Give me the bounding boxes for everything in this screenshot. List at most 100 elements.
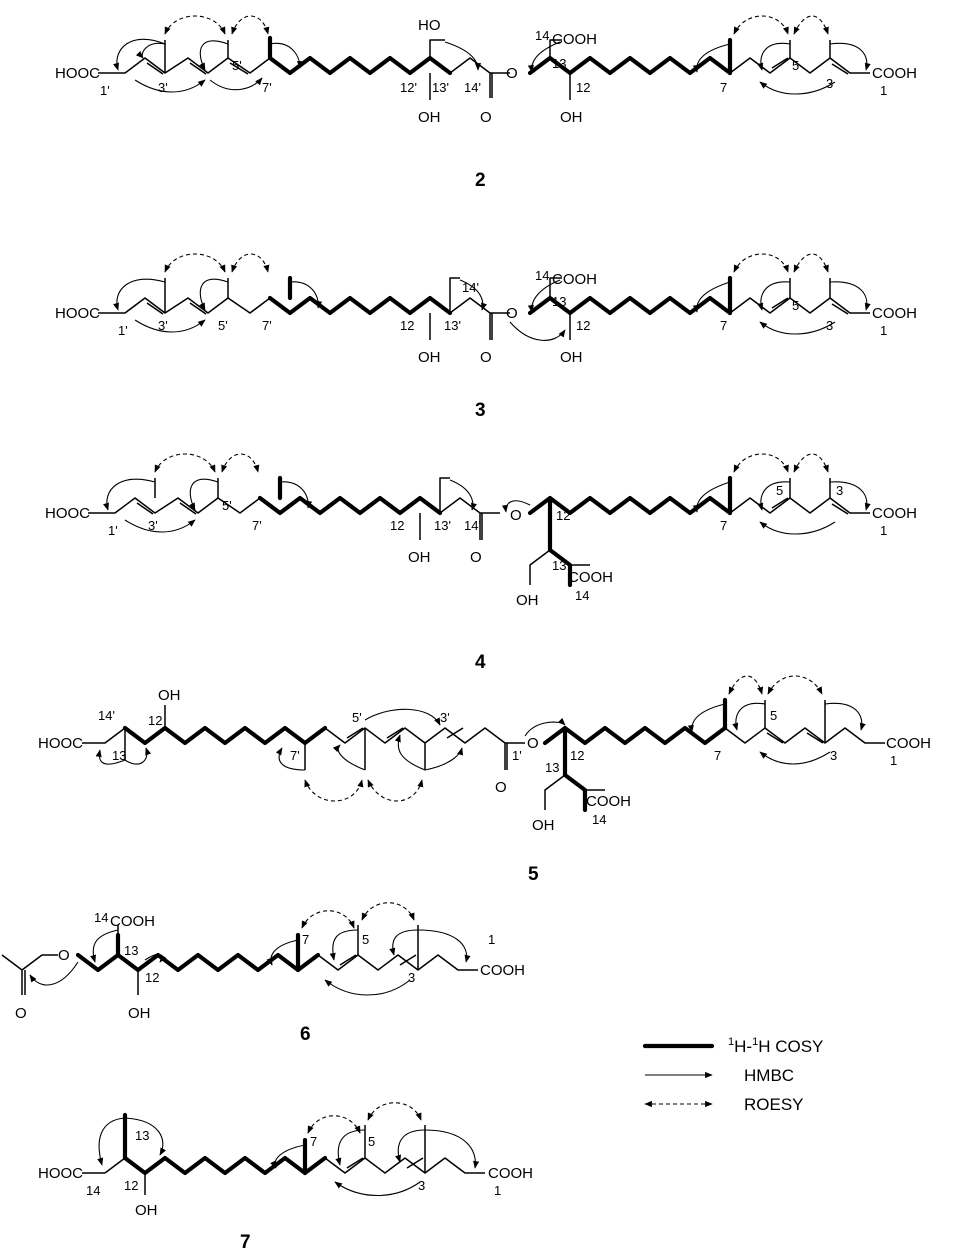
compound-7: HOOC OH COOH 13 14 12 7 5 3 1 7 [38,1102,533,1253]
label-carbonyl-o: O [15,1005,27,1022]
atom-num: 13' [434,518,451,533]
label-cooh-right: COOH [886,735,931,752]
compound-4-id: 4 [475,652,486,673]
label-hooc-left: HOOC [45,505,90,522]
label-oh-12prime: OH [418,349,441,366]
label-cooh-top: COOH [110,913,155,930]
label-ester-o: O [510,507,522,524]
compound-2-id: 2 [475,170,486,191]
label-hooc-left: HOOC [38,735,83,752]
atom-num: 13 [545,760,559,775]
compound-6: O O 14 COOH OH COOH 13 12 7 5 3 1 6 [1,902,525,1045]
label-ester-o: O [506,305,518,322]
atom-num: 12 [390,518,404,533]
label-cooh-top: COOH [552,271,597,288]
atom-num: 1 [880,323,887,338]
compound-4: HOOC OH O O COOH 14 OH COOH 1' 3' 5' 7' … [45,453,917,673]
label-cooh-bottom: COOH [568,569,613,586]
atom-num: 1 [488,932,495,947]
label-ester-o: O [527,735,539,752]
label-14-num: 14 [592,812,606,827]
legend: 1H-1H COSY HMBC ROESY [642,1036,823,1114]
legend-hmbc: HMBC [645,1066,794,1085]
atom-num: 1 [880,83,887,98]
atom-num: 13 [135,1128,149,1143]
atom-num: 13' [432,80,449,95]
atom-num: 5' [352,710,362,725]
label-cooh-top: COOH [552,31,597,48]
atom-num: 12 [556,508,570,523]
legend-cosy-text2: H COSY [758,1037,823,1056]
label-oh-12: OH [560,109,583,126]
atom-num: 1' [118,323,128,338]
label-ester-o: O [58,947,70,964]
atom-num: 7 [720,518,727,533]
atom-num: 13 [124,943,138,958]
atom-num: 1 [890,753,897,768]
atom-num: 7' [262,318,272,333]
atom-num: 1 [880,523,887,538]
atom-num: 12 [576,80,590,95]
svg-text:1H-1H COSY: 1H-1H COSY [728,1036,823,1056]
atom-num: 13 [552,294,566,309]
atom-num: 5' [232,58,242,73]
label-carbonyl-o: O [480,349,492,366]
atom-num: 3 [836,483,843,498]
label-cooh-right: COOH [872,65,917,82]
atom-num: 7' [290,748,300,763]
label-ester-o: O [506,65,518,82]
legend-roesy-label: ROESY [744,1095,804,1114]
atom-num: 1' [512,748,522,763]
label-14-num: 14 [575,588,589,603]
label-hooc-left: HOOC [55,65,100,82]
label-oh-top: OH [158,687,181,704]
atom-num: 12 [576,318,590,333]
atom-num: 7 [714,748,721,763]
compound-5-id: 5 [528,864,539,885]
label-14-num: 14 [94,910,108,925]
atom-num: 3' [440,710,450,725]
atom-num: 7' [262,80,272,95]
atom-num: 12 [570,748,584,763]
label-cooh-right: COOH [488,1165,533,1182]
atom-num: 14' [464,80,481,95]
compound-3: HOOC OH O O 14 COOH OH COOH 1' 3' 5' 7' … [55,253,917,421]
atom-num: 14' [462,280,479,295]
atom-num: 13 [552,56,566,71]
label-oh-12: OH [128,1005,151,1022]
label-14-num: 14 [535,28,549,43]
atom-num: 3 [830,748,837,763]
label-oh-12: OH [135,1202,158,1219]
atom-num: 5' [222,498,232,513]
label-oh-12prime: OH [408,549,431,566]
legend-cosy-sup2: 1 [752,1036,758,1048]
atom-num: 7' [252,518,262,533]
compound-2: HOOC HO OH O O 14 COOH OH COOH 1' 3' 5' … [55,15,917,191]
compound-5: HOOC 14' OH O O COOH 14 OH COOH 12 13 7'… [38,675,931,885]
atom-num: 3 [418,1178,425,1193]
legend-cosy-sup1: 1 [728,1036,734,1048]
legend-hmbc-label: HMBC [744,1066,794,1085]
label-carbonyl-o: O [470,549,482,566]
compound-6-id: 6 [300,1024,311,1045]
compound-7-id: 7 [240,1232,251,1253]
atom-num: 5 [770,708,777,723]
legend-roesy: ROESY [644,1095,804,1114]
label-14-num: 14 [535,268,549,283]
atom-num: 5 [362,932,369,947]
label-oh-bottom: OH [532,817,555,834]
atom-num: 5 [792,58,799,73]
atom-num: 5 [776,483,783,498]
atom-num: 12 [148,713,162,728]
atom-num: 3 [826,76,833,91]
label-oh-12prime: OH [418,109,441,126]
atom-num: 1' [108,523,118,538]
label-oh-12: OH [560,349,583,366]
compound-3-id: 3 [475,400,486,421]
label-14prime-num: 14' [98,708,115,723]
atom-num: 1 [494,1183,501,1198]
atom-num: 14' [464,518,481,533]
atom-num: 13 [112,748,126,763]
atom-num: 5' [218,318,228,333]
